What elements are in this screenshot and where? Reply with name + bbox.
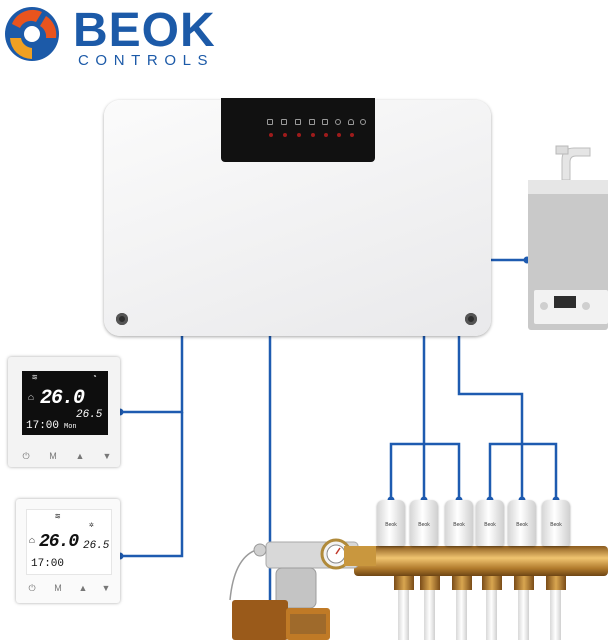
manifold-nut	[394, 576, 414, 590]
valve-group-1-bus	[389, 442, 461, 500]
thermostat-1-wire	[120, 336, 184, 414]
actuator-label: Beok	[418, 522, 430, 528]
mode-button[interactable]: M	[49, 451, 57, 461]
screw-icon	[116, 313, 128, 325]
heating-waves-icon: ≋	[32, 373, 38, 383]
led-indicator-panel	[221, 98, 375, 162]
gas-boiler	[528, 145, 608, 330]
thermostat-2-wire	[120, 412, 184, 558]
valve-group-2-wire	[457, 336, 524, 500]
house-icon: ⌂	[28, 393, 35, 404]
power-button[interactable]: ⏻	[28, 583, 36, 593]
house-icon	[281, 119, 287, 125]
actuator-label: Beok	[550, 522, 562, 528]
manifold-nut	[482, 576, 502, 590]
status-led	[311, 133, 315, 137]
set-temperature: 26.5	[76, 409, 103, 421]
actuator-label: Beok	[453, 522, 465, 528]
mixing-unit	[229, 538, 376, 640]
actuator-label: Beok	[484, 522, 496, 528]
status-led	[337, 133, 341, 137]
clock-time: 17:00	[26, 420, 60, 432]
down-button[interactable]: ▼	[101, 583, 111, 593]
house-icon	[322, 119, 328, 125]
down-button[interactable]: ▼	[102, 451, 112, 461]
manifold-nut	[546, 576, 566, 590]
house-icon	[267, 119, 273, 125]
thermal-actuator: Beok	[542, 500, 570, 546]
house-icon: ⌂	[29, 536, 36, 547]
set-temperature: 26.5	[83, 540, 110, 552]
clock-time: 17:00	[31, 558, 65, 570]
brass-manifold	[354, 546, 608, 576]
wifi-icon: ◔	[92, 373, 97, 382]
manifold-nut	[514, 576, 534, 590]
actuator-label: Beok	[385, 522, 397, 528]
sun-icon: ✲	[89, 521, 94, 530]
thermal-actuator: Beok	[476, 500, 504, 546]
up-button[interactable]: ▲	[75, 451, 85, 461]
brand-subtitle: CONTROLS	[78, 52, 215, 69]
thermostat-screen: ≋ ✲ ⌂ 26.0 26.5 17:00	[26, 509, 112, 575]
thermal-actuator: Beok	[445, 500, 473, 546]
power-icon	[360, 119, 366, 125]
day-label: Mon	[64, 423, 77, 431]
up-button[interactable]: ▲	[78, 583, 88, 593]
screw-icon	[465, 313, 477, 325]
power-button[interactable]: ⏻	[22, 451, 30, 461]
actuator-label: Beok	[516, 522, 528, 528]
floor-pipe	[398, 590, 409, 640]
floor-pipe	[518, 590, 529, 640]
floor-pipe	[486, 590, 497, 640]
thermostat-screen: ≋ ◔ ⌂ 26.0 26.5 17:00 Mon	[22, 371, 108, 435]
thermal-actuator: Beok	[377, 500, 405, 546]
thermal-actuator: Beok	[410, 500, 438, 546]
thermal-actuator: Beok	[508, 500, 536, 546]
status-led	[283, 133, 287, 137]
status-led	[350, 133, 354, 137]
manifold-nut	[420, 576, 440, 590]
beok-logo-icon	[5, 7, 59, 61]
mode-button[interactable]: M	[54, 583, 62, 593]
sun-icon	[335, 119, 341, 125]
thermostat-black-display: ≋ ◔ ⌂ 26.0 26.5 17:00 Mon ⏻ M ▲ ▼	[8, 357, 120, 467]
status-led	[297, 133, 301, 137]
thermostat-white-display: ≋ ✲ ⌂ 26.0 26.5 17:00 ⏻ M ▲ ▼	[16, 499, 120, 603]
floor-pipe	[456, 590, 467, 640]
flame-icon	[348, 119, 354, 125]
house-icon	[309, 119, 315, 125]
status-led	[269, 133, 273, 137]
house-icon	[295, 119, 301, 125]
blue-wires	[120, 258, 558, 606]
current-temperature: 26.0	[40, 387, 85, 410]
status-led	[324, 133, 328, 137]
valve-group-2-bus	[488, 442, 558, 500]
current-temperature: 26.0	[39, 532, 79, 552]
heating-waves-icon: ≋	[55, 512, 61, 522]
floor-pipe	[550, 590, 561, 640]
manifold-nut	[452, 576, 472, 590]
floor-pipe	[424, 590, 435, 640]
brand-name: BEOK	[73, 4, 216, 57]
